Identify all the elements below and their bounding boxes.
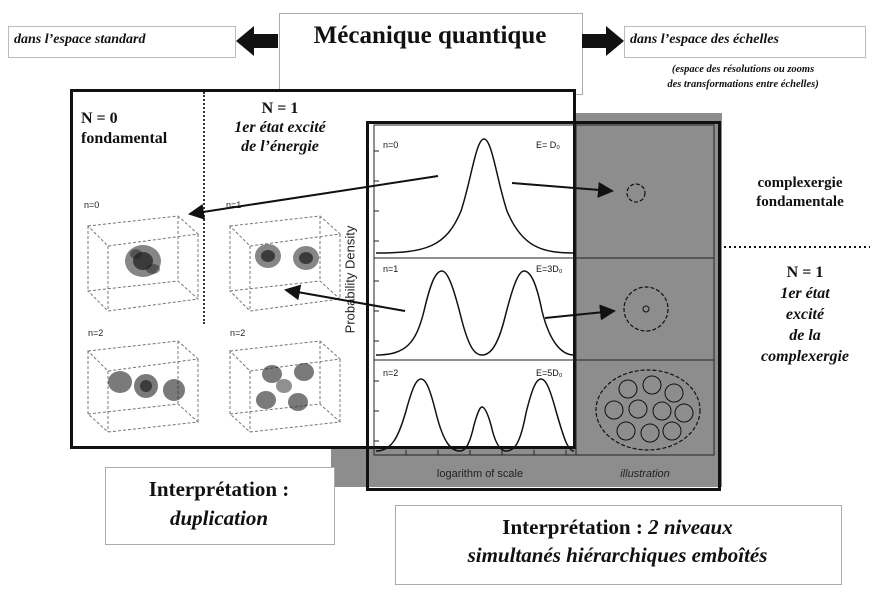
interpretation-left-text: duplication	[169, 506, 269, 530]
page-title: Mécanique quantique	[313, 22, 547, 49]
interpretation-left-title: Interprétation :	[148, 477, 290, 501]
row1-e-label: E=3D₀	[536, 264, 563, 274]
left-label-box	[8, 26, 236, 58]
interpretation-right-title: Interprétation :	[502, 515, 649, 539]
right-n1-sub2: excité	[785, 306, 825, 323]
right-note-line1: (espace des résolutions ou zooms	[671, 64, 815, 75]
complexergie-label-1: complexergie	[757, 175, 843, 191]
cube-n1	[228, 215, 342, 312]
title-box	[279, 13, 583, 95]
cube-n2-b-label: n=2	[230, 328, 246, 338]
row1-n-label: n=1	[383, 264, 399, 274]
right-label-box	[624, 26, 866, 58]
row0-n-label: n=0	[383, 140, 399, 150]
left-label: dans l’espace standard	[14, 32, 146, 47]
right-n1-sub1: 1er état	[780, 285, 830, 302]
n1-label: N = 1	[261, 100, 299, 117]
cube-n2-a	[86, 340, 200, 433]
n1-sublabel-1: 1er état excité	[234, 119, 326, 136]
right-n1-sub4: complexergie	[761, 348, 849, 365]
interpretation-right-box	[395, 505, 842, 585]
right-note-line2: des transformations entre échelles)	[667, 79, 819, 90]
left-arrow-icon	[236, 26, 278, 56]
interpretation-right-line2: simultanés hiérarchiques emboîtés	[467, 543, 768, 567]
row0-e-label: E= D₀	[536, 140, 560, 150]
n0-sublabel: fondamental	[81, 130, 168, 147]
x-axis-label: logarithm of scale	[436, 468, 524, 480]
cube-n0-label: n=0	[84, 200, 100, 210]
right-arrow-icon	[582, 26, 624, 56]
scale-plots	[373, 124, 715, 456]
interpretation-right-levels: 2 niveaux	[648, 515, 733, 539]
scale-plot-frame	[366, 121, 721, 491]
row2-n-label: n=2	[383, 368, 399, 378]
cube-n1-label: n=1	[226, 200, 242, 210]
interpretation-right-line1: Interprétation : 2 niveaux	[395, 515, 840, 540]
right-n1-label: N = 1	[786, 264, 824, 281]
row2-e-label: E=5D₀	[536, 368, 563, 378]
cube-n0	[86, 215, 200, 312]
cube-n2-b	[228, 340, 342, 433]
interpretation-left-box	[105, 467, 335, 545]
right-n1-sub3: de la	[789, 327, 821, 344]
cube-n2-a-label: n=2	[88, 328, 104, 338]
right-label: dans l’espace des échelles	[630, 32, 779, 47]
complexergie-label-2: fondamentale	[756, 194, 844, 210]
n1-sublabel-2: de l’énergie	[241, 138, 319, 155]
illustration-label: illustration	[620, 468, 670, 480]
n0-label: N = 0	[81, 110, 118, 127]
